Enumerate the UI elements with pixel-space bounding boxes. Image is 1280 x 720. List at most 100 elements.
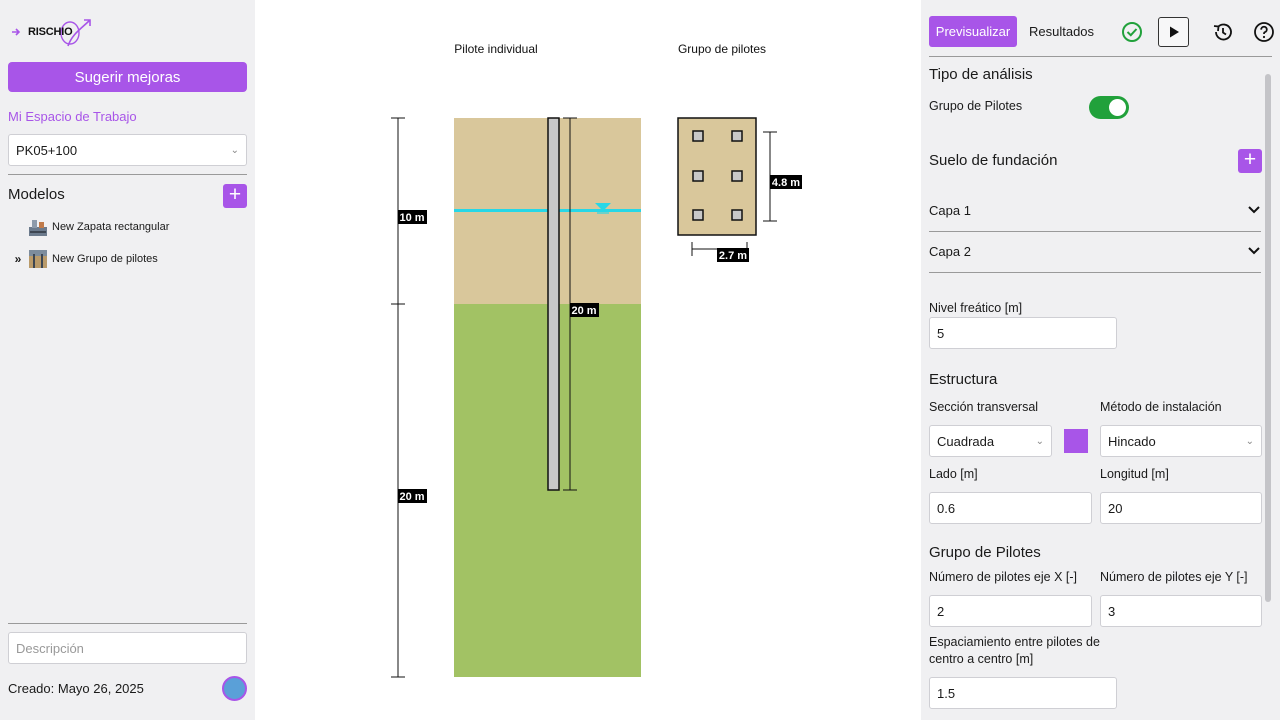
panel-toolbar: Previsualizar Resultados bbox=[929, 16, 1274, 48]
plan-pile[interactable] bbox=[731, 209, 743, 221]
add-layer-button[interactable]: + bbox=[1238, 149, 1262, 173]
ny-input[interactable]: 3 bbox=[1100, 595, 1262, 627]
label-bg bbox=[770, 175, 802, 189]
workspace-select-value: PK05+100 bbox=[16, 142, 78, 158]
layer1-thickness-label: 10 m bbox=[399, 212, 424, 224]
model-item-zapata[interactable]: New Zapata rectangular bbox=[8, 216, 169, 238]
chevron-down-icon: ⌄ bbox=[1245, 435, 1254, 447]
panel-divider bbox=[929, 56, 1272, 57]
layer-accordion-2[interactable]: Capa 2 bbox=[929, 231, 1261, 271]
tab-preview[interactable]: Previsualizar bbox=[929, 16, 1017, 47]
structure-title: Estructura bbox=[929, 371, 998, 388]
spacing-label-line1: Espaciamiento entre pilotes de bbox=[929, 635, 1100, 649]
suggest-improvements-button[interactable]: Sugerir mejoras bbox=[8, 62, 247, 92]
models-title: Modelos bbox=[8, 186, 65, 203]
pile-cap[interactable] bbox=[677, 117, 757, 236]
workspace-link[interactable]: Mi Espacio de Trabajo bbox=[8, 109, 137, 124]
pile[interactable] bbox=[547, 117, 560, 491]
sidebar-divider bbox=[8, 623, 247, 624]
pile-color-swatch[interactable] bbox=[1064, 429, 1088, 453]
plan-pile[interactable] bbox=[692, 170, 704, 182]
spacing-input[interactable]: 1.5 bbox=[929, 677, 1117, 709]
section-select[interactable]: Cuadrada ⌄ bbox=[929, 425, 1052, 457]
piles-icon bbox=[29, 250, 47, 268]
created-date: Creado: Mayo 26, 2025 bbox=[8, 681, 144, 696]
preview-drawing: Pilote individual Grupo de pilotes 10 m … bbox=[391, 42, 802, 678]
ny-label: Número de pilotes eje Y [-] bbox=[1100, 570, 1248, 584]
plan-pile[interactable] bbox=[692, 209, 704, 221]
plan-pile[interactable] bbox=[731, 130, 743, 142]
length-label: Longitud [m] bbox=[1100, 467, 1169, 481]
properties-panel: Previsualizar Resultados Tipo de análisi… bbox=[921, 0, 1280, 720]
plan-pile[interactable] bbox=[731, 170, 743, 182]
chevron-down-icon: ⌄ bbox=[1035, 435, 1044, 447]
label-bg bbox=[398, 210, 427, 224]
history-icon[interactable] bbox=[1209, 18, 1237, 46]
side-input[interactable]: 0.6 bbox=[929, 492, 1092, 524]
method-select[interactable]: Hincado ⌄ bbox=[1100, 425, 1262, 457]
add-model-button[interactable]: + bbox=[223, 184, 247, 208]
panel-scrollbar[interactable] bbox=[1265, 74, 1271, 602]
pile-group-title: Grupo de pilotes bbox=[678, 42, 766, 56]
label-bg bbox=[398, 489, 427, 503]
model-item-label: New Zapata rectangular bbox=[52, 221, 170, 233]
sidebar-divider bbox=[8, 174, 247, 175]
check-circle-icon[interactable] bbox=[1118, 18, 1146, 46]
section-select-value: Cuadrada bbox=[937, 433, 995, 449]
layer2-thickness-label: 20 m bbox=[399, 491, 424, 503]
label-bg bbox=[570, 303, 599, 317]
logo-mark-icon bbox=[12, 19, 91, 47]
side-value: 0.6 bbox=[937, 500, 956, 516]
plan-pile[interactable] bbox=[692, 130, 704, 142]
pile-group-toggle[interactable] bbox=[1089, 96, 1129, 119]
spacing-value: 1.5 bbox=[937, 685, 956, 701]
pile-group-title: Grupo de Pilotes bbox=[929, 544, 1041, 561]
toggle-knob bbox=[1109, 99, 1126, 116]
app-logo[interactable]: RISCHIO bbox=[10, 16, 102, 50]
side-label: Lado [m] bbox=[929, 467, 978, 481]
building-icon bbox=[29, 220, 47, 236]
water-table-label: Nivel freático [m] bbox=[929, 301, 1023, 315]
label-bg bbox=[717, 248, 749, 262]
description-placeholder: Descripción bbox=[16, 640, 84, 656]
length-input[interactable]: 20 bbox=[1100, 492, 1262, 524]
water-table-icon bbox=[595, 203, 611, 211]
workspace-select[interactable]: PK05+100 ⌄ bbox=[8, 134, 247, 166]
avatar[interactable] bbox=[222, 676, 247, 701]
chevron-down-icon bbox=[1248, 206, 1260, 214]
single-pile-title: Pilote individual bbox=[454, 42, 537, 56]
ny-value: 3 bbox=[1108, 603, 1116, 619]
preview-canvas: Pilote individual Grupo de pilotes 10 m … bbox=[255, 0, 921, 720]
water-table-input[interactable]: 5 bbox=[929, 317, 1117, 349]
tab-results[interactable]: Resultados bbox=[1029, 24, 1095, 39]
panel-divider bbox=[929, 272, 1261, 273]
layer-label: Capa 1 bbox=[929, 202, 971, 218]
soil-title: Suelo de fundación bbox=[929, 152, 1058, 169]
length-value: 20 bbox=[1108, 500, 1123, 516]
method-select-value: Hincado bbox=[1108, 433, 1156, 449]
spacing-label-line2: centro a centro [m] bbox=[929, 652, 1034, 666]
play-icon[interactable] bbox=[1158, 17, 1189, 47]
layer-label: Capa 2 bbox=[929, 243, 971, 259]
nx-input[interactable]: 2 bbox=[929, 595, 1092, 627]
water-table-value: 5 bbox=[937, 325, 945, 341]
method-label: Método de instalación bbox=[1100, 400, 1222, 414]
section-label: Sección transversal bbox=[929, 400, 1039, 414]
analysis-title: Tipo de análisis bbox=[929, 66, 1033, 83]
expand-arrow-icon[interactable]: » bbox=[14, 252, 22, 266]
group-height-label: 4.8 m bbox=[772, 177, 800, 189]
description-input[interactable]: Descripción bbox=[8, 632, 247, 664]
model-item-grupo-pilotes[interactable]: » New Grupo de pilotes bbox=[8, 248, 158, 270]
pile-group-plan bbox=[692, 130, 743, 221]
left-sidebar: RISCHIO Sugerir mejoras Mi Espacio de Tr… bbox=[0, 0, 255, 720]
help-icon[interactable] bbox=[1250, 18, 1278, 46]
logo-text: RISCHIO bbox=[28, 26, 73, 38]
nx-label: Número de pilotes eje X [-] bbox=[929, 570, 1077, 584]
pile-group-toggle-label: Grupo de Pilotes bbox=[929, 99, 1023, 113]
model-item-label: New Grupo de pilotes bbox=[52, 253, 158, 265]
layer-accordion-1[interactable]: Capa 1 bbox=[929, 190, 1261, 230]
nx-value: 2 bbox=[937, 603, 945, 619]
panel-divider bbox=[929, 231, 1261, 232]
chevron-down-icon: ⌄ bbox=[230, 144, 239, 156]
pile-length-label: 20 m bbox=[571, 305, 596, 317]
